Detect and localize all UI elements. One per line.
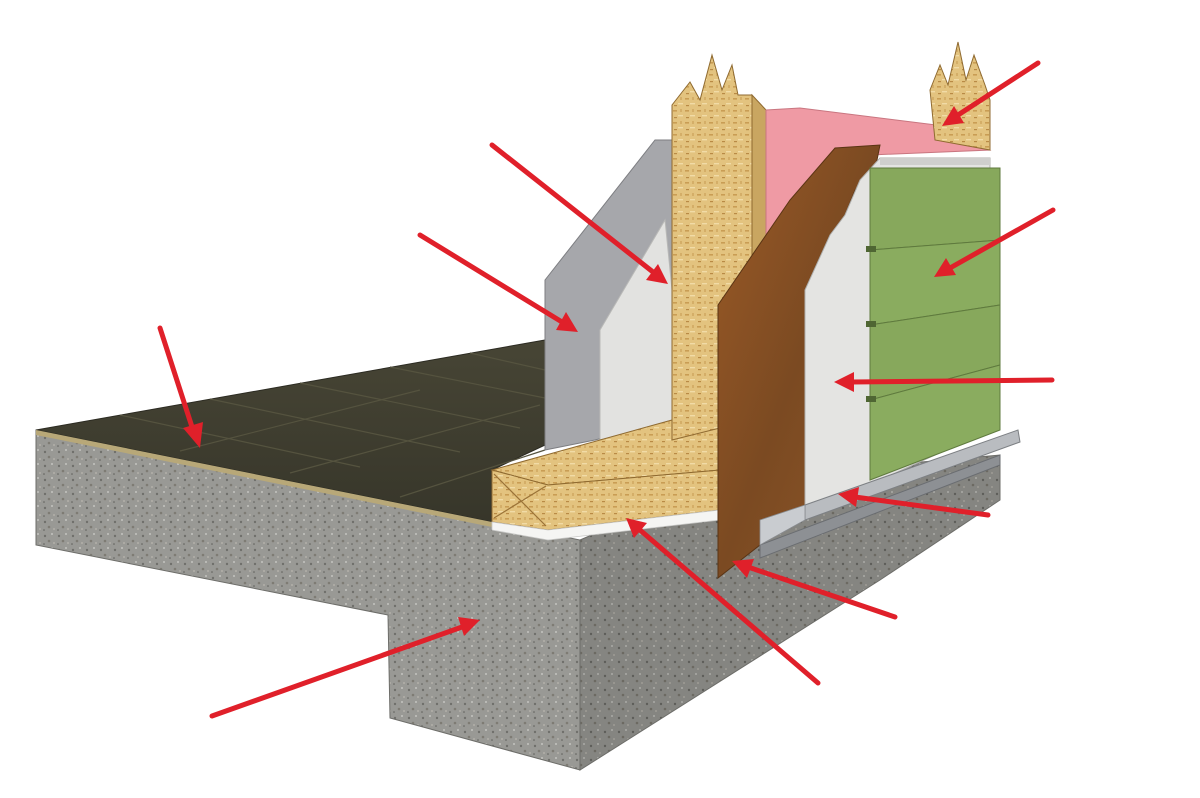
arrow-sill-gasket — [626, 518, 821, 686]
house-wrap-top — [880, 158, 990, 165]
arrow-top-stud — [942, 60, 1041, 126]
arrow-house-wrap — [834, 372, 1055, 392]
siding-board-4 — [869, 364, 1001, 481]
floor-tile — [35, 339, 546, 523]
floor-tile-grid — [119, 352, 546, 498]
flashing-face — [759, 504, 806, 546]
lap-siding — [866, 167, 1001, 481]
arrow-flashing — [838, 487, 991, 518]
siding-shadow-lips — [866, 246, 876, 402]
arrow-floor-tile — [157, 325, 203, 448]
arrow-siding — [934, 207, 1056, 277]
top-stud — [929, 41, 991, 151]
siding-board-1 — [869, 167, 1001, 251]
arrow-sheathing — [732, 559, 898, 620]
floor-edge — [36, 430, 492, 527]
sill-plate-end-grain — [493, 473, 547, 527]
arrow-concrete — [209, 617, 480, 719]
arrow-drywall-face — [489, 142, 668, 284]
flashing-drip — [759, 454, 1001, 559]
pointer-arrows — [157, 60, 1056, 719]
arrow-drywall — [417, 232, 578, 332]
